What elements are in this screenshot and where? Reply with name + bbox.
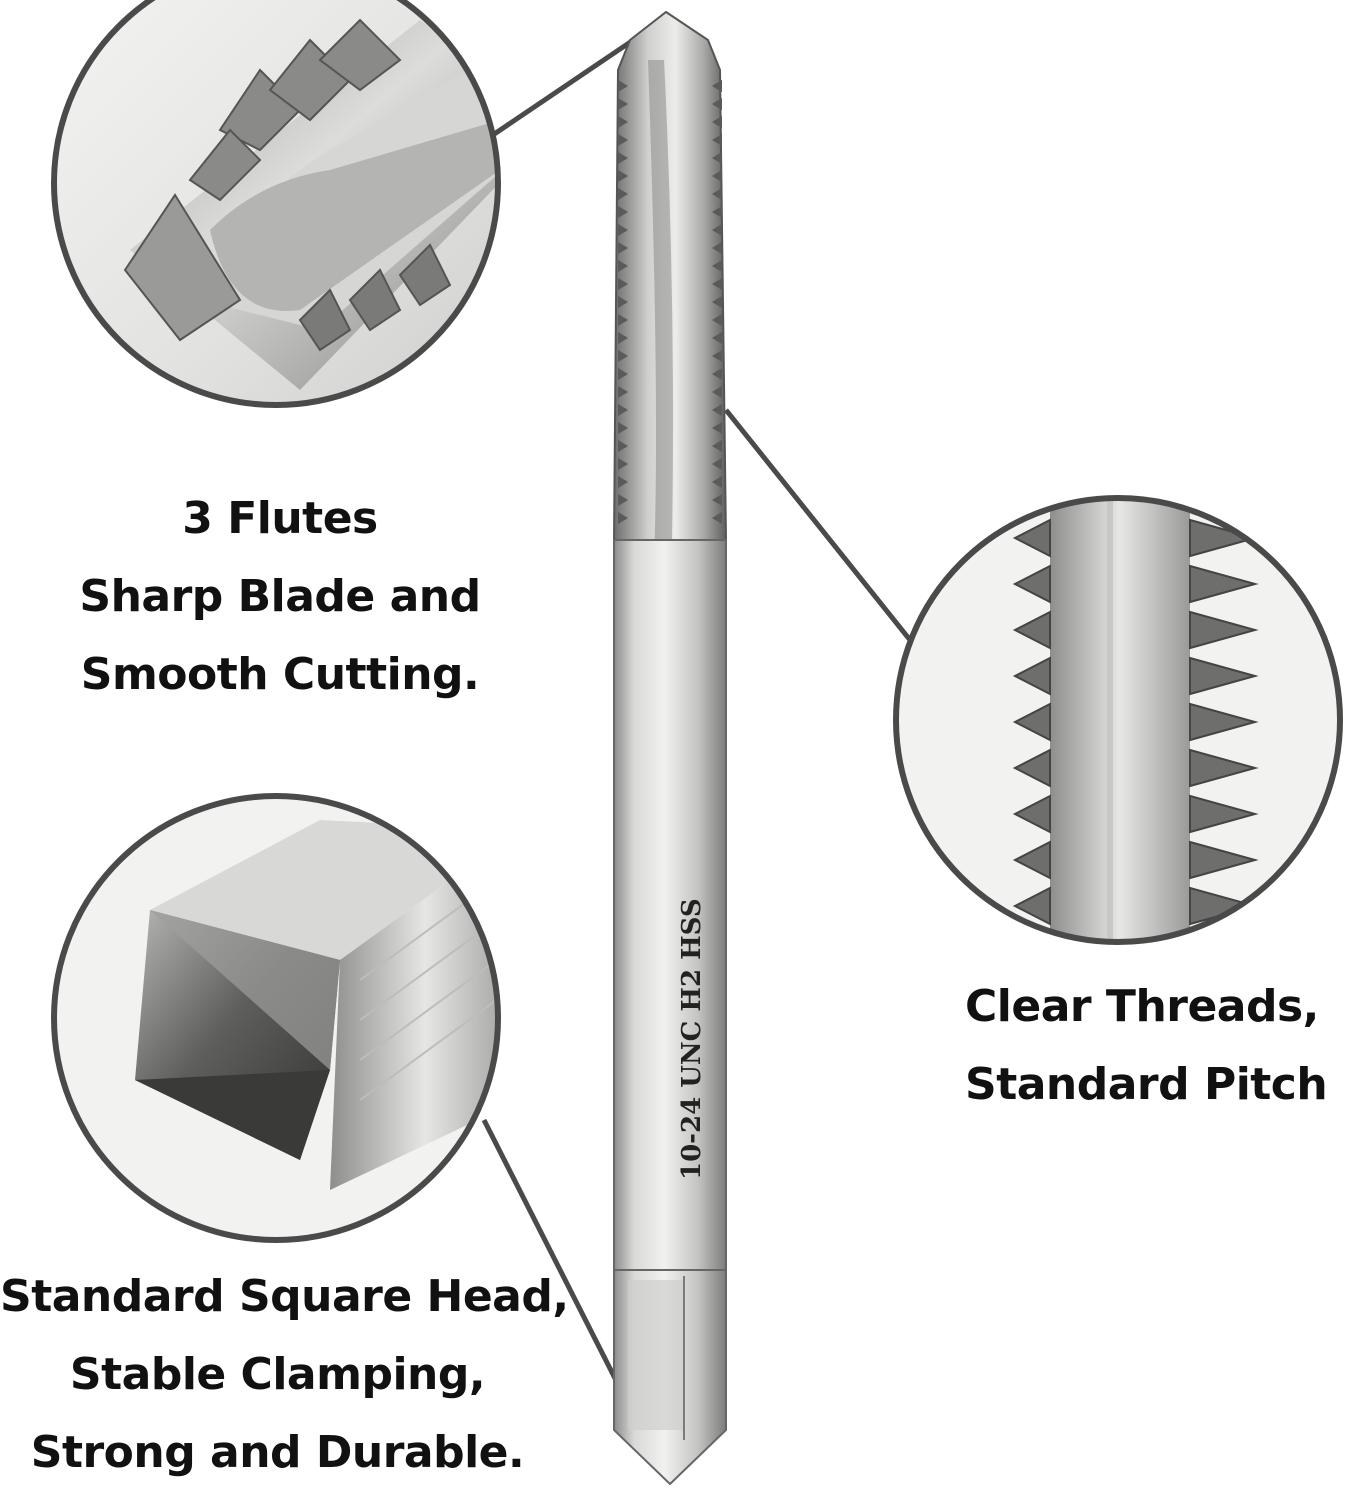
zoom-thread-tooth (1189, 518, 1259, 558)
thread-teeth-left (618, 80, 628, 524)
thread-tooth (712, 332, 722, 344)
thread-tooth (618, 242, 628, 254)
caption-threads-line1: Clear Threads, (965, 981, 1319, 1032)
thread-tooth (618, 206, 628, 218)
thread-tooth (618, 512, 628, 524)
thread-tooth (712, 278, 722, 290)
thread-tooth (618, 314, 628, 326)
zoom-thread-tooth (1189, 564, 1259, 604)
thread-tooth (618, 188, 628, 200)
thread-tooth (712, 98, 722, 110)
detail-circle-flutes (51, 0, 501, 408)
leader-line-head (481, 1118, 629, 1402)
caption-flutes: 3 Flutes Sharp Blade and Smooth Cutting. (60, 480, 500, 714)
thread-tooth (712, 260, 722, 272)
detail-circle-head (51, 793, 501, 1243)
thread-tooth (712, 296, 722, 308)
detail-circle-threads (893, 495, 1343, 945)
caption-flutes-line1: 3 Flutes (182, 493, 378, 544)
thread-tooth (618, 404, 628, 416)
thread-tooth (618, 368, 628, 380)
thread-tooth (618, 494, 628, 506)
caption-head: Standard Square Head, Stable Clamping, S… (0, 1258, 569, 1492)
shank-marking: 10-24 UNC H2 HSS (677, 898, 707, 1180)
thread-tooth (712, 494, 722, 506)
zoom-thread-tooth (1012, 518, 1051, 558)
thread-tooth (618, 386, 628, 398)
caption-head-line3: Strong and Durable. (30, 1427, 525, 1478)
thread-tooth (618, 278, 628, 290)
thread-tooth (712, 440, 722, 452)
caption-threads-line2: Standard Pitch (965, 1059, 1328, 1110)
thread-tooth (712, 512, 722, 524)
thread-tooth (712, 458, 722, 470)
thread-tooth (618, 476, 628, 488)
thread-tooth (712, 350, 722, 362)
zoom-thread-tooth (1012, 932, 1051, 942)
tap-head-flat (628, 1280, 684, 1430)
zoom-thread-tooth (1012, 610, 1051, 650)
caption-flutes-line3: Smooth Cutting. (80, 649, 480, 700)
thread-tooth (618, 80, 628, 92)
thread-tooth (618, 458, 628, 470)
thread-tooth (712, 314, 722, 326)
zoom-thread-tooth (1189, 794, 1259, 834)
zoom-thread-tooth (1012, 748, 1051, 788)
thread-teeth-right (712, 80, 722, 524)
thread-tooth (712, 80, 722, 92)
caption-flutes-line2: Sharp Blade and (79, 571, 481, 622)
zoom-thread-tooth (1189, 656, 1259, 696)
thread-tooth (618, 260, 628, 272)
thread-tooth (712, 224, 722, 236)
thread-tooth (618, 296, 628, 308)
thread-tooth (618, 98, 628, 110)
thread-tooth (712, 404, 722, 416)
thread-tooth (618, 170, 628, 182)
zoom-thread-tooth (1012, 886, 1051, 926)
zoom-thread-tooth (1189, 748, 1259, 788)
thread-tooth (712, 152, 722, 164)
zoom-thread-tooth (1189, 840, 1259, 880)
thread-tooth (618, 116, 628, 128)
thread-tooth (712, 368, 722, 380)
thread-tooth (618, 440, 628, 452)
zoom-thread-tooth (1012, 656, 1051, 696)
zoom-thread-tooth (1012, 702, 1051, 742)
thread-tooth (618, 224, 628, 236)
thread-tooth (618, 134, 628, 146)
thread-tooth (618, 350, 628, 362)
tap-tool: 10-24 UNC H2 HSS (612, 10, 728, 1486)
thread-tooth (618, 422, 628, 434)
thread-tooth (712, 134, 722, 146)
zoom-thread-tooth (1189, 610, 1259, 650)
tap-shank (613, 539, 727, 1271)
zoom-thread-tooth (1012, 794, 1051, 834)
thread-tooth (618, 152, 628, 164)
thread-tooth (712, 188, 722, 200)
thread-tooth (712, 242, 722, 254)
thread-tooth (712, 476, 722, 488)
thread-tooth (618, 332, 628, 344)
zoom-thread-tooth (1189, 932, 1259, 942)
zoom-thread-tooth (1189, 702, 1259, 742)
thread-tooth (712, 170, 722, 182)
leader-line-threads (724, 408, 912, 642)
caption-head-line1: Standard Square Head, (0, 1271, 569, 1322)
zoom-thread-tooth (1012, 564, 1051, 604)
caption-head-line2: Stable Clamping, (69, 1349, 486, 1400)
zoom-thread-tooth (1012, 840, 1051, 880)
thread-tooth (712, 116, 722, 128)
thread-tooth (712, 206, 722, 218)
thread-tooth (712, 386, 722, 398)
caption-threads: Clear Threads, Standard Pitch (965, 968, 1328, 1124)
thread-tooth (712, 422, 722, 434)
